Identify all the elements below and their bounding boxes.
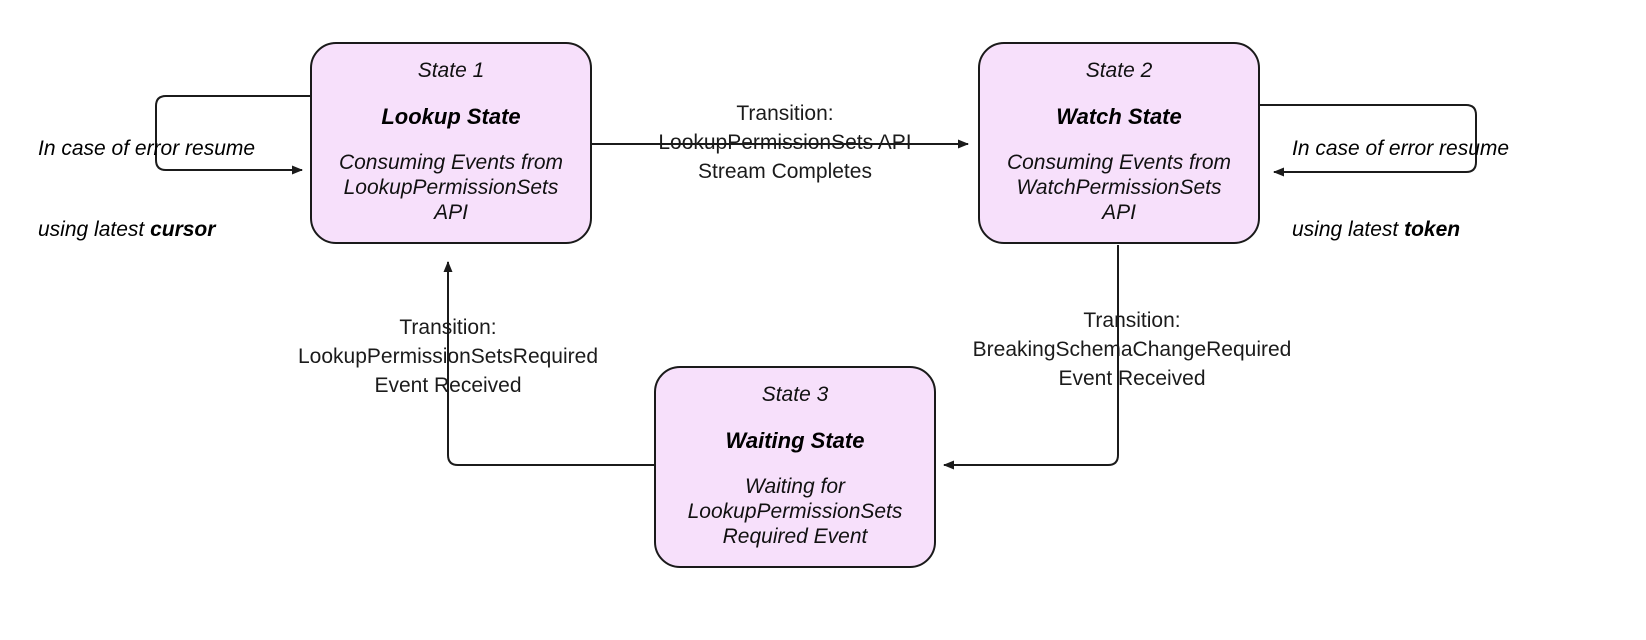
state-2-title: Watch State [1056,104,1182,129]
self-loop-note-state1-cursor: In case of error resume using latest cur… [38,108,288,270]
state-node-waiting-state[interactable]: State 3 Waiting State Waiting for Lookup… [654,366,936,568]
self-loop-note-state2-emphasis: token [1404,218,1461,241]
state-3-title: Waiting State [725,428,865,453]
transition-label-state3-to-state1: Transition: LookupPermissionSetsRequired… [298,316,598,397]
transition-label-state2-to-state3: Transition: BreakingSchemaChangeRequired… [972,309,1292,390]
self-loop-note-state2-token: In case of error resume using latest tok… [1292,108,1542,270]
state-1-title: Lookup State [381,104,521,129]
self-loop-note-state2-line2-prefix: using latest [1292,218,1405,241]
self-loop-note-state2-line2: using latest token [1292,189,1542,243]
state-node-watch-state[interactable]: State 2 Watch State Consuming Events fro… [978,42,1260,244]
state-1-index-label: State 1 [417,59,485,82]
state-3-index-label: State 3 [761,383,829,406]
self-loop-note-state1-line2-prefix: using latest [38,218,151,241]
self-loop-note-state1-line2: using latest cursor [38,189,288,243]
state-2-description: Consuming Events from WatchPermissionSet… [1006,151,1232,224]
state-2-index-label: State 2 [1085,59,1153,82]
state-node-lookup-state[interactable]: State 1 Lookup State Consuming Events fr… [310,42,592,244]
transition-label-state1-to-state2: Transition: LookupPermissionSets API Str… [658,102,912,183]
self-loop-note-state2-line1: In case of error resume [1292,137,1510,160]
self-loop-note-state1-line1: In case of error resume [38,137,256,160]
state-3-description: Waiting for LookupPermissionSets Require… [687,475,903,548]
state-1-description: Consuming Events from LookupPermissionSe… [338,151,564,224]
self-loop-note-state1-emphasis: cursor [150,218,216,241]
